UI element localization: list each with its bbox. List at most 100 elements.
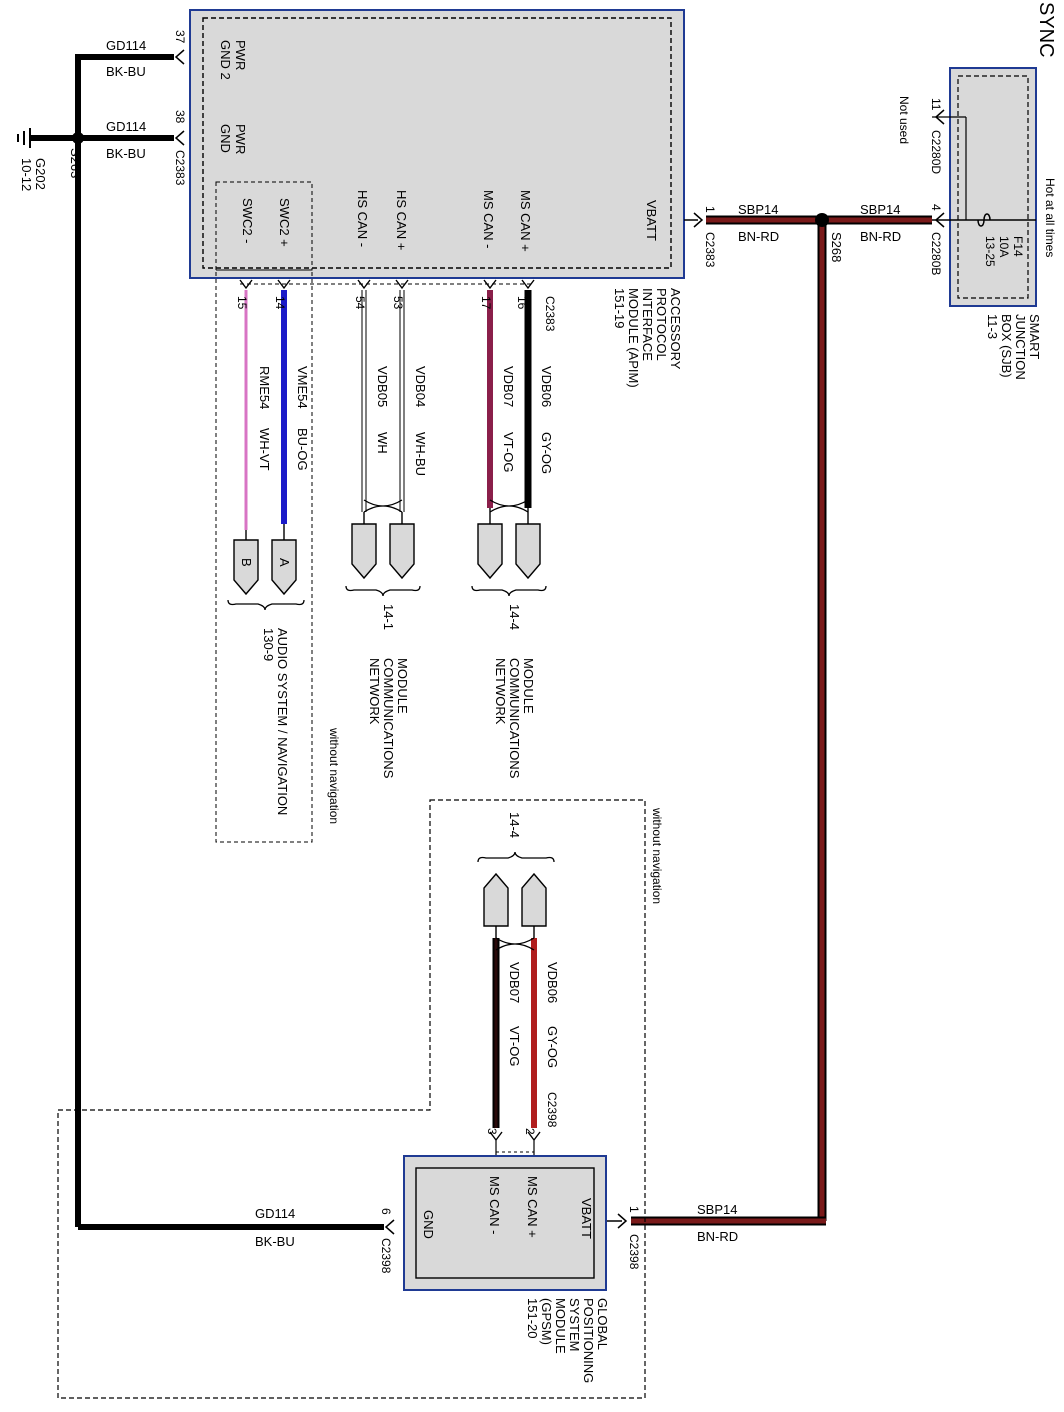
apim-vbatt-connector: C2383 [703, 232, 717, 268]
pin53-arrow [395, 279, 409, 290]
gpsm-name-l4: MODULE [553, 1298, 568, 1354]
power-splice-label: S268 [829, 232, 844, 262]
gpsm-ground-color: BK-BU [255, 1234, 295, 1249]
power-color-b: BN-RD [860, 229, 901, 244]
sjb-fuse-l3: 13-25 [983, 236, 997, 267]
ground-color-lower: BK-BU [106, 146, 146, 161]
ground-splice-s263 [72, 132, 84, 144]
ms-name-l3: NETWORK [493, 658, 508, 725]
ms-connector-plus [515, 523, 541, 580]
diagram-title: SYNC [1035, 2, 1057, 58]
power-color-a: BN-RD [738, 229, 779, 244]
apim-box [189, 9, 685, 279]
gpsm-wire-color-b: VT-OG [507, 1026, 522, 1066]
pin54-arrow [357, 279, 371, 290]
apim-pin-37: 37 [173, 30, 187, 44]
audio-connector-b [233, 539, 259, 596]
audio-option-dashed-box [215, 269, 313, 843]
sjb-hot-label: Hot at all times [1043, 178, 1057, 257]
hs-connector-minus [351, 523, 377, 580]
gpsm-pin1-arrow [617, 1213, 628, 1229]
ms-brace [471, 585, 547, 597]
apim-name-l5: 151-19 [612, 288, 627, 328]
audio-pin-b-label: B [239, 558, 254, 567]
apim-vbatt-arrow [693, 212, 704, 228]
gpsm-name-l6: 151-20 [525, 1298, 540, 1338]
gpsm-pin-6: 6 [379, 1208, 393, 1215]
ground-circuit-upper: GD114 [106, 38, 146, 53]
apim-pin-swc2-plus: SWC2 + [277, 198, 292, 247]
apim-data-wires: 15 14 54 53 17 16 C2383 VME54 BU-OG RME5… [235, 279, 557, 530]
hs-name-l3: NETWORK [367, 658, 382, 725]
gpsm-pin-ms-can-plus: MS CAN + [525, 1176, 540, 1238]
power-circuit: 1 C2383 SBP14 BN-RD SBP14 BN-RD S268 SBP… [606, 202, 945, 1244]
sjb-inner-dashed [957, 75, 1029, 299]
gpsm-page-ref: 14-4 [507, 812, 522, 838]
gpsm-wire-color-a: GY-OG [545, 1026, 560, 1068]
gpsm-inner-box [415, 1167, 595, 1279]
wire-label-vdb04-color: WH-BU [413, 432, 428, 476]
gpsm-note: without navigation [650, 807, 664, 904]
apim-name-l3: INTERFACE [640, 288, 655, 361]
apim-pin-pwr-gnd-l2: GND [218, 124, 233, 153]
gpsm-connector-pin1: C2398 [627, 1234, 641, 1270]
apim-pin-ms-can-plus: MS CAN + [518, 190, 533, 252]
gpsm-pin-3: 3 [485, 1128, 499, 1135]
wire-label-vdb05-circuit: VDB05 [375, 366, 390, 407]
pin16-arrow [521, 279, 535, 290]
sjb-name-l2: JUNCTION [1013, 314, 1028, 380]
ground-circuit: GD114 BK-BU GD114 BK-BU S263 G202 10-12 … [17, 30, 395, 1249]
gpsm-pin-gnd: GND [421, 1210, 436, 1239]
smart-junction-box: Hot at all times F14 10A 13-25 11 C2280D… [897, 67, 1057, 380]
sjb-connector-c2280b: C2280B [929, 232, 943, 275]
wire-label-vme54-color: BU-OG [295, 428, 310, 471]
apim-pin-hs-can-plus: HS CAN + [394, 190, 409, 250]
ms-connector-minus [477, 523, 503, 580]
sjb-pin-4: 4 [929, 204, 943, 211]
wire-label-vme54-circuit: VME54 [295, 366, 310, 409]
ground-splice-label: S263 [68, 148, 83, 178]
gpsm-brace [477, 851, 555, 863]
fuse-symbol [977, 213, 991, 227]
wire-label-vdb06-color: GY-OG [539, 432, 554, 474]
apim-pin-53: 53 [391, 296, 405, 310]
hs-page-ref: 14-1 [381, 604, 396, 630]
apim-pin-38: 38 [173, 110, 187, 124]
sjb-pin-11: 11 [929, 98, 943, 111]
ground-point-label-l1: G202 [33, 158, 48, 190]
apim-pin-swc2-minus: SWC2 - [240, 198, 255, 244]
gpsm-pin-1: 1 [627, 1206, 641, 1213]
sjb-fuse-l1: F14 [1011, 236, 1025, 257]
ground-circuit-lower: GD114 [106, 119, 146, 134]
destination-connectors: B A AUDIO SYSTEM / NAVIGATION 130-9 with… [215, 269, 547, 843]
pin14-arrow [277, 279, 291, 290]
sjb-fuse-l2: 10A [997, 236, 1011, 257]
ms-page-ref: 14-4 [507, 604, 522, 630]
sjb-not-used: Not used [897, 96, 911, 144]
hs-name-l1: MODULE [395, 658, 410, 714]
hs-brace [345, 585, 421, 597]
apim-pin-vbatt: VBATT [644, 200, 659, 241]
ms-name-l1: MODULE [521, 658, 536, 714]
audio-brace [227, 599, 305, 611]
apim-module: PWR GND 2 PWR GND SWC2 - SWC2 + HS CAN -… [189, 9, 685, 388]
apim-name-l1: ACCESSORY [668, 288, 683, 370]
gpsm-name-l3: SYSTEM [567, 1298, 582, 1351]
power-color-c: BN-RD [697, 1229, 738, 1244]
sjb-box [949, 67, 1037, 307]
gpsm-ms-plus-connector [521, 872, 547, 927]
wire-label-vdb07-color: VT-OG [501, 432, 516, 472]
gpsm-name-l1: GLOBAL [595, 1298, 610, 1350]
apim-gnd-connector: C2383 [173, 150, 187, 186]
apim-pin-ms-can-minus: MS CAN - [481, 190, 496, 249]
gpsm-ms-minus-connector [483, 872, 509, 927]
audio-connector-a [271, 539, 297, 596]
ms-name-l2: COMMUNICATIONS [507, 658, 522, 779]
apim-bottom-connector: C2383 [543, 296, 557, 332]
apim-pin-pwr-gnd2-l2: GND 2 [218, 40, 233, 80]
gpsm-pin-2: 2 [523, 1128, 537, 1135]
gpsm-option-dashed-outline [57, 799, 646, 1399]
sjb-name-l3: BOX (SJB) [999, 314, 1014, 378]
apim-pin-pwr-gnd2-l1: PWR [233, 40, 248, 70]
audio-name-l1: AUDIO SYSTEM / NAVIGATION [275, 628, 290, 815]
